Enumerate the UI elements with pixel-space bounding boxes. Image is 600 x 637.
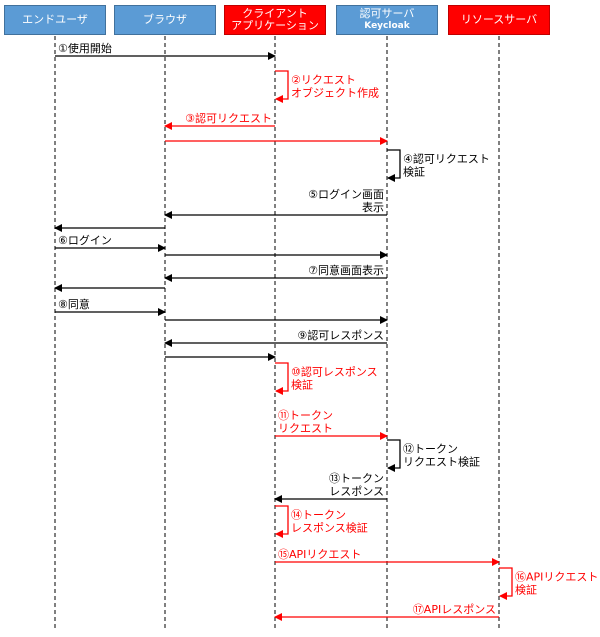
- self-loop: [387, 439, 401, 472]
- lane-header-client-application: クライアント アプリケーション: [224, 5, 326, 35]
- self-loop: [275, 70, 289, 103]
- message-label: 検証: [291, 378, 313, 392]
- lane-header-resource-server: リソースサーバ: [448, 5, 550, 35]
- message-label: レスポンス: [329, 485, 384, 498]
- message-label: ⑩認可レスポンス: [291, 365, 378, 379]
- message-label: ⑧同意: [58, 297, 90, 311]
- self-message: [275, 362, 289, 395]
- message-label: ⑬トークン: [329, 472, 384, 485]
- self-loop: [499, 567, 513, 600]
- message-label: 表示: [362, 200, 384, 214]
- message-label: ⑥ログイン: [58, 233, 112, 247]
- lane-header-label: エンドユーザ: [22, 13, 88, 26]
- message-label: ⑮APIリクエスト: [278, 548, 361, 561]
- lifelines: [54, 36, 500, 628]
- self-message: [275, 70, 289, 103]
- lane-header-end-user: エンドユーザ: [4, 5, 106, 35]
- message-label: ④認可リクエスト: [403, 152, 490, 166]
- message-label: リクエスト検証: [403, 455, 480, 469]
- message-label: 検証: [403, 165, 425, 179]
- message-label: ⑫トークン: [403, 443, 458, 456]
- message-label: オブジェクト作成: [291, 86, 379, 100]
- lane-header-label: クライアント: [242, 7, 308, 20]
- message-label: ⑦同意画面表示: [308, 263, 384, 277]
- self-loop: [275, 505, 289, 538]
- messages: ①使用開始②リクエストオブジェクト作成③認可リクエスト④認可リクエスト検証⑤ログ…: [54, 41, 598, 621]
- lane-header-browser: ブラウザ: [114, 5, 216, 35]
- message-label: ③認可リクエスト: [185, 111, 272, 125]
- message-label: ①使用開始: [58, 41, 112, 55]
- self-loop: [387, 149, 401, 182]
- message-label: ②リクエスト: [291, 74, 356, 87]
- message-label: ⑭トークン: [291, 509, 346, 522]
- message-label: ⑪トークン: [278, 409, 333, 422]
- self-message: [387, 439, 401, 472]
- message-label: 検証: [515, 583, 537, 597]
- lane-header-authorization-server: 認可サーバ Keycloak: [336, 5, 438, 35]
- self-loop: [275, 362, 289, 395]
- lane-header-label: リソースサーバ: [460, 13, 538, 26]
- message-label: ⑰APIレスポンス: [413, 603, 496, 616]
- message-label: リクエスト: [278, 422, 333, 435]
- message-label: レスポンス検証: [291, 521, 368, 535]
- message-label: ⑨認可レスポンス: [297, 328, 384, 342]
- self-message: [275, 505, 289, 538]
- lane-header-label: 認可サーバ: [359, 7, 415, 20]
- lane-header-label: ブラウザ: [143, 13, 187, 26]
- self-message: [387, 149, 401, 182]
- message-label: ⑤ログイン画面: [308, 187, 384, 201]
- self-message: [499, 567, 513, 600]
- lane-header-sublabel: Keycloak: [364, 21, 410, 31]
- message-label: ⑯APIリクエスト: [515, 571, 598, 584]
- lane-header-label-line2: アプリケーション: [231, 19, 319, 32]
